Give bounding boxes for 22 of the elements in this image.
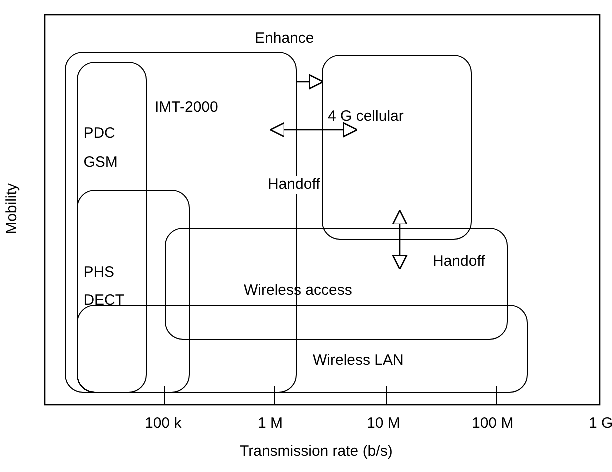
- region-label: PDC: [84, 124, 116, 143]
- coverage-region: [76, 62, 147, 393]
- arrow: [270, 122, 358, 138]
- axis-title: Mobility: [3, 184, 22, 234]
- region-label: 4 G cellular: [328, 108, 404, 126]
- tick-label: 100 k: [145, 415, 182, 433]
- region-label: IMT-2000: [155, 99, 218, 117]
- coverage-region: [322, 55, 472, 240]
- tick-label: 10 M: [367, 415, 400, 433]
- tick-label: 1 G: [589, 415, 612, 433]
- region-label: PHS: [84, 264, 115, 282]
- tick-label: 100 M: [472, 415, 514, 433]
- coverage-region: [77, 305, 528, 393]
- region-label: GSM: [84, 154, 118, 172]
- axis-title: Transmission rate (b/s): [240, 443, 393, 461]
- region-label: DECT: [84, 292, 125, 310]
- arrow: [297, 74, 324, 90]
- edge-label: Handoff: [268, 176, 320, 194]
- arrow: [392, 210, 408, 270]
- region-label: Wireless LAN: [313, 352, 404, 370]
- tick-label: 1 M: [258, 415, 284, 433]
- coverage-region: [76, 190, 190, 393]
